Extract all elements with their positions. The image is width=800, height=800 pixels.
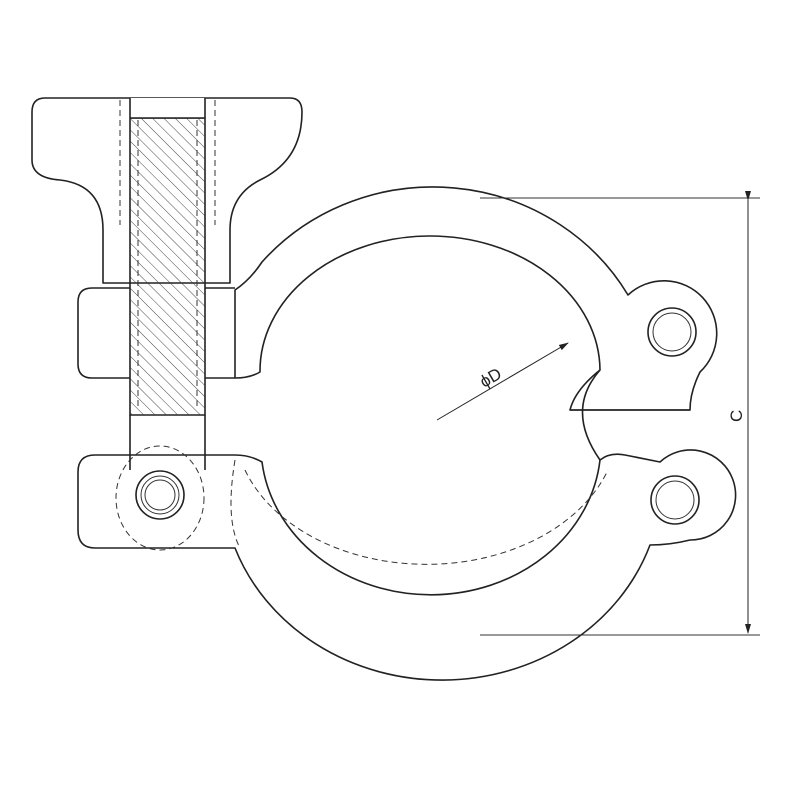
lower-inner-dashed xyxy=(244,469,609,565)
lower-clamp-half xyxy=(77,449,737,681)
diameter-label: ϕD xyxy=(477,364,505,391)
left-pin-hole xyxy=(135,470,185,520)
height-label: C xyxy=(727,410,746,422)
t-handle-knob xyxy=(31,97,303,284)
diameter-leader xyxy=(436,342,569,421)
hinge-outline xyxy=(581,369,601,461)
upper-left-pad xyxy=(77,287,130,379)
upper-pin-hole xyxy=(647,307,697,357)
upper-clamp-half xyxy=(234,186,718,411)
lower-right-pin-hole xyxy=(650,475,700,525)
